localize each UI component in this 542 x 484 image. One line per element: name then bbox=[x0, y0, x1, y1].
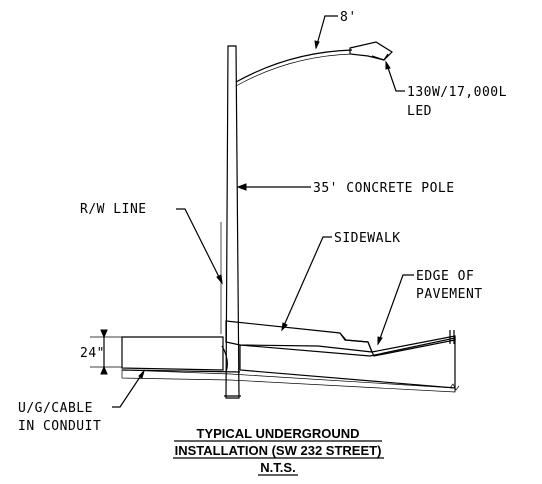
sidewalk-label: SIDEWALK bbox=[334, 231, 401, 246]
ground-lower-strip bbox=[121, 369, 456, 393]
depth-arrow-bottom bbox=[100, 365, 108, 375]
concrete-pole bbox=[225, 45, 240, 399]
sidewalk-slab bbox=[225, 320, 373, 353]
cable-arrow bbox=[138, 369, 146, 379]
title-line2: INSTALLATION (SW 232 STREET) bbox=[175, 443, 382, 458]
pole-arrow bbox=[236, 183, 247, 191]
conduit-sweep bbox=[221, 345, 228, 373]
sidewalk-leader bbox=[281, 236, 332, 331]
curb-shape bbox=[339, 332, 373, 353]
rw-line-label: R/W LINE bbox=[80, 202, 147, 217]
sidewalk-arrow bbox=[281, 322, 288, 332]
luminaire-arm-inner bbox=[235, 53, 353, 87]
edge-arrow bbox=[377, 336, 383, 346]
fixture-type-label: LED bbox=[407, 104, 432, 119]
arm-length-arrow bbox=[314, 40, 320, 50]
fixture-arrow bbox=[385, 60, 391, 70]
arm-length-label: 8' bbox=[340, 10, 357, 25]
title-line1: TYPICAL UNDERGROUND bbox=[197, 426, 360, 441]
depth-arrow-top bbox=[100, 329, 108, 339]
cable-leader bbox=[112, 370, 145, 408]
fixture-leader bbox=[385, 61, 405, 92]
pavement-label: PAVEMENT bbox=[416, 287, 483, 302]
depth-label: 24" bbox=[80, 346, 105, 361]
cable-label-line1: U/G/CABLE bbox=[18, 401, 93, 416]
led-fixture-lens bbox=[371, 53, 389, 61]
ground-section bbox=[121, 336, 224, 371]
rw-leader bbox=[176, 208, 223, 284]
edge-of-label: EDGE OF bbox=[416, 269, 474, 284]
fixture-watt-label: 130W/17,000L bbox=[407, 85, 507, 100]
cable-label-line2: IN CONDUIT bbox=[18, 419, 101, 434]
luminaire-arm bbox=[235, 49, 353, 83]
pole-label: 35' CONCRETE POLE bbox=[313, 181, 455, 196]
edge-leader bbox=[377, 274, 414, 345]
arm-length-leader bbox=[315, 15, 338, 49]
ground-bottom-line bbox=[121, 369, 241, 373]
pavement-bottom-break bbox=[449, 383, 460, 391]
title-line3: N.T.S. bbox=[260, 460, 295, 475]
